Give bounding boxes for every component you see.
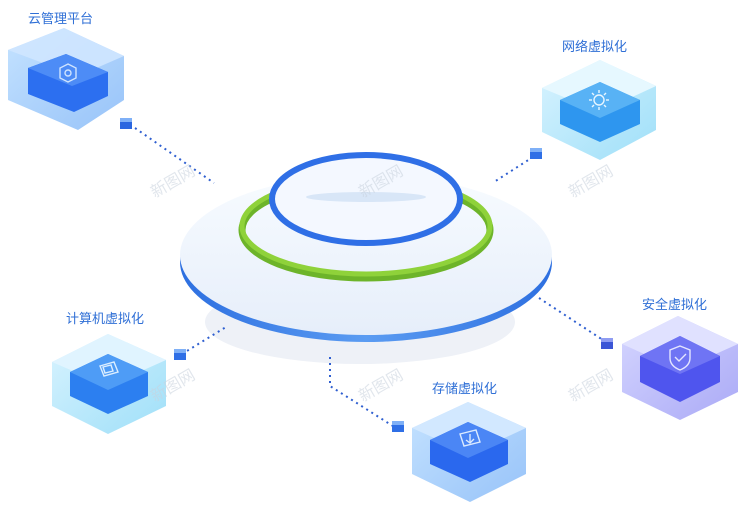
storage-icon (459, 429, 481, 447)
central-platform-disk (180, 175, 552, 342)
cube-compute[interactable] (52, 334, 166, 434)
label-storage: 存储虚拟化 (432, 382, 498, 397)
connector-lines (134, 127, 607, 429)
cube-security[interactable] (622, 316, 738, 420)
cube-network[interactable] (542, 60, 656, 160)
compute-icon (99, 361, 119, 377)
connector-nodes (120, 118, 613, 432)
cloud-platform-icon (59, 63, 77, 83)
cube-storage[interactable] (412, 402, 526, 502)
label-security: 安全虚拟化 (642, 298, 708, 313)
cube-cloud-platform[interactable] (8, 28, 124, 130)
shield-icon (669, 345, 691, 371)
label-cloud-platform: 云管理平台 (28, 12, 94, 27)
blue-ring (269, 152, 463, 246)
network-icon (589, 90, 609, 110)
label-network: 网络虚拟化 (562, 40, 628, 55)
label-compute: 计算机虚拟化 (66, 312, 145, 327)
